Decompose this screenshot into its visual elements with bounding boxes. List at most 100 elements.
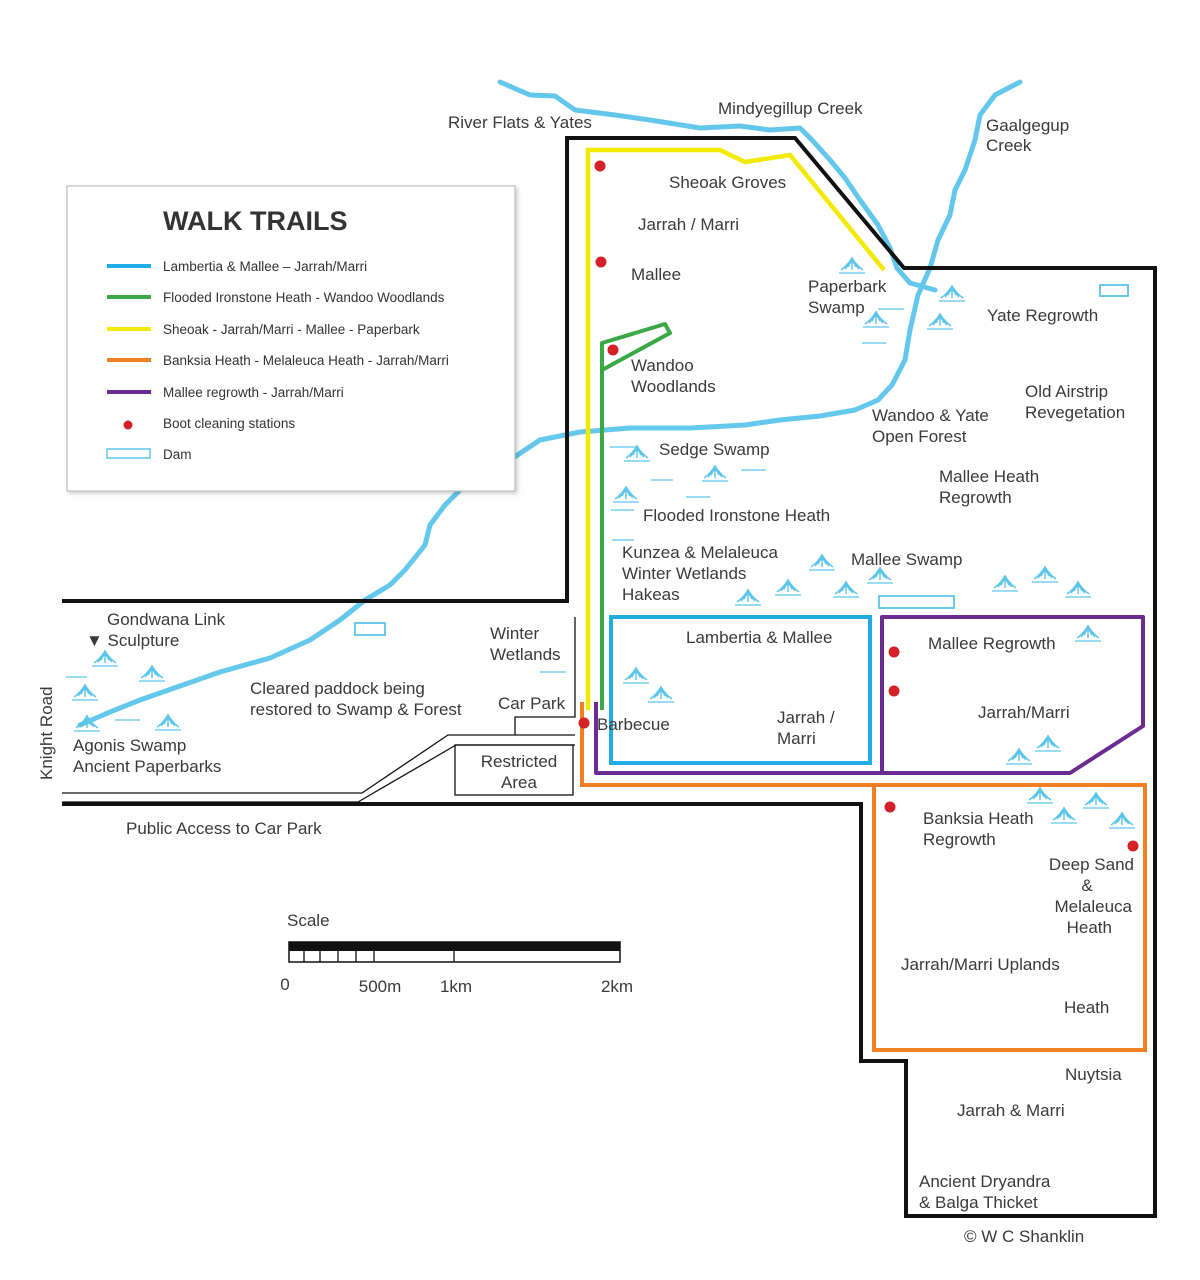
label-deep-sand-1: Deep Sand	[1049, 855, 1134, 874]
label-cleared-2: restored to Swamp & Forest	[250, 700, 462, 719]
reed-icon	[832, 580, 860, 598]
reed-icon	[926, 312, 954, 330]
property-boundary	[62, 136, 1157, 1218]
label-deep-sand-3: Melaleuca	[1055, 897, 1133, 916]
reed-icon	[701, 464, 729, 482]
sculpture-marker-icon: ▼ Sculpture	[86, 631, 179, 650]
legend-item-boot: Boot cleaning stations	[163, 416, 295, 431]
boot-station-icon	[888, 646, 900, 658]
trail-lambertia	[609, 615, 872, 765]
label-agonis-1: Agonis Swamp	[73, 736, 186, 755]
label-wandoo-2: Woodlands	[631, 377, 716, 396]
scale-tick-1km: 1km	[440, 977, 472, 996]
label-uplands: Jarrah/Marri Uplands	[901, 955, 1060, 974]
label-cleared-1: Cleared paddock being	[250, 679, 425, 698]
label-jarrah-marri-mid-1: Jarrah /	[777, 708, 835, 727]
trail-sheoak	[585, 147, 886, 710]
label-agonis-2: Ancient Paperbarks	[73, 757, 221, 776]
legend-item-sheoak: Sheoak - Jarrah/Marri - Mallee - Paperba…	[163, 322, 420, 337]
label-mallee: Mallee	[631, 265, 681, 284]
gaalgegup-creek-line	[77, 79, 1023, 728]
label-barbecue: Barbecue	[597, 715, 670, 734]
car-park-border	[514, 617, 576, 735]
dams	[354, 284, 1129, 636]
label-banksia-1: Banksia Heath	[923, 809, 1034, 828]
label-old-airstrip-1: Old Airstrip	[1025, 382, 1108, 401]
reed-icon	[138, 664, 166, 682]
legend-item-banksia: Banksia Heath - Melaleuca Heath - Jarrah…	[163, 353, 449, 368]
label-mallee-heath-2: Regrowth	[939, 488, 1012, 507]
reed-icon	[774, 578, 802, 596]
reed-icon	[91, 649, 119, 667]
label-nuytsia: Nuytsia	[1065, 1065, 1122, 1084]
label-kunzea-1: Kunzea & Melaleuca	[622, 543, 778, 562]
label-flooded-ironstone: Flooded Ironstone Heath	[643, 506, 830, 525]
label-river-flats: River Flats & Yates	[448, 113, 592, 132]
legend: WALK TRAILS Lambertia & Mallee – Jarrah/…	[66, 185, 516, 492]
reed-icon	[862, 310, 890, 328]
reed-icon	[1031, 565, 1059, 583]
label-yate-regrowth: Yate Regrowth	[987, 306, 1098, 325]
label-jarrah-marri-n: Jarrah / Marri	[638, 215, 739, 234]
boot-station-icon	[123, 420, 133, 430]
label-winter-wetlands-2: Wetlands	[490, 645, 561, 664]
reed-icon	[612, 485, 640, 503]
creek-icon	[77, 79, 1023, 728]
reed-icon	[647, 685, 675, 703]
label-kunzea-2: Winter Wetlands	[622, 564, 746, 583]
label-gaalgegup-2: Creek	[986, 136, 1032, 155]
label-banksia-2: Regrowth	[923, 830, 996, 849]
label-wandoo-1: Wandoo	[631, 356, 694, 375]
label-jarrah-marri-s: Jarrah & Marri	[957, 1101, 1065, 1120]
label-knight-road: Knight Road	[37, 686, 56, 780]
dam-icon	[1099, 284, 1129, 297]
label-dryandra-2: & Balga Thicket	[919, 1193, 1038, 1212]
reed-icon	[622, 666, 650, 684]
reed-icon	[1082, 791, 1110, 809]
reed-icon	[154, 713, 182, 731]
label-jarrah-marri-mid-2: Marri	[777, 729, 816, 748]
scale-title: Scale	[287, 911, 330, 930]
label-restricted-1: Restricted	[481, 752, 558, 771]
legend-item-dam: Dam	[163, 447, 192, 462]
reed-icon	[1074, 624, 1102, 642]
dam-icon	[878, 595, 955, 609]
label-kunzea-3: Hakeas	[622, 585, 680, 604]
boot-station-icon	[888, 685, 900, 697]
reed-icon	[838, 256, 866, 274]
label-paperbark-2: Swamp	[808, 298, 865, 317]
scale-tick-500m: 500m	[359, 977, 402, 996]
dam-icon	[106, 448, 151, 459]
copyright: © W C Shanklin	[964, 1227, 1084, 1246]
label-paperbark-1: Paperbark	[808, 277, 887, 296]
label-deep-sand-4: Heath	[1067, 918, 1112, 937]
trail-mallee-regrowth	[594, 615, 1145, 775]
dam-icon	[354, 622, 386, 636]
legend-item-lambertia: Lambertia & Mallee – Jarrah/Marri	[163, 259, 367, 274]
reed-icon	[991, 574, 1019, 592]
legend-item-mallee-regrowth: Mallee regrowth - Jarrah/Marri	[163, 385, 344, 400]
label-wandoo-yate-2: Open Forest	[872, 427, 967, 446]
label-sedge-swamp: Sedge Swamp	[659, 440, 770, 459]
label-winter-wetlands-1: Winter	[490, 624, 539, 643]
reed-icon	[1064, 580, 1092, 598]
reed-icon	[1050, 806, 1078, 824]
label-mallee-swamp: Mallee Swamp	[851, 550, 963, 569]
boot-station-icon	[607, 344, 619, 356]
label-sheoak-groves: Sheoak Groves	[669, 173, 786, 192]
label-jarrah-marri-e: Jarrah/Marri	[978, 703, 1070, 722]
label-old-airstrip-2: Revegetation	[1025, 403, 1125, 422]
mindyegillup-creek-line	[497, 79, 938, 293]
reed-icon	[808, 553, 836, 571]
label-lambertia-mallee: Lambertia & Mallee	[686, 628, 832, 647]
reed-icon	[71, 683, 99, 701]
reed-icon	[1108, 811, 1136, 829]
label-public-access: Public Access to Car Park	[126, 819, 322, 838]
label-mallee-regrowth: Mallee Regrowth	[928, 634, 1056, 653]
reed-icon	[1034, 734, 1062, 752]
wetland-dashes	[66, 308, 904, 721]
trail-banksia	[580, 702, 1147, 1052]
boot-station-icon	[594, 160, 606, 172]
boot-station-icon	[578, 717, 590, 729]
